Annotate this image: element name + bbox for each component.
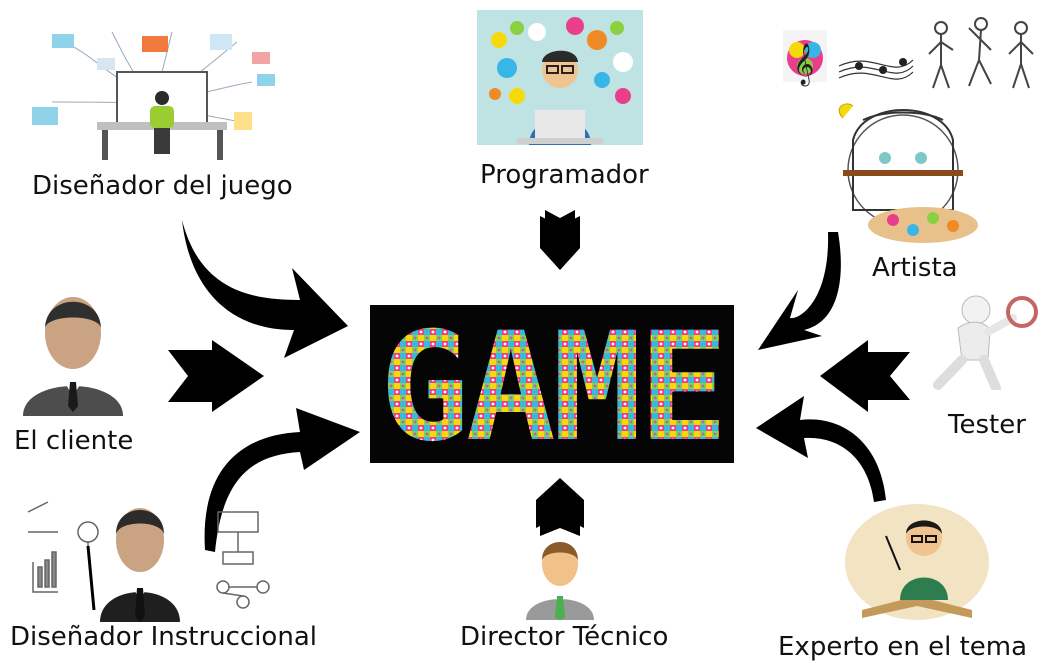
experto-illustration bbox=[842, 500, 992, 622]
arrow-disenador-instruccional bbox=[204, 408, 360, 552]
game-mosaic: GAME bbox=[379, 305, 728, 463]
label-programador: Programador bbox=[480, 160, 649, 190]
arrow-disenador-juego bbox=[182, 220, 348, 358]
arrow-experto bbox=[756, 396, 886, 502]
label-tester: Tester bbox=[948, 410, 1026, 440]
programador-illustration bbox=[477, 10, 643, 145]
label-disenador-juego: Diseñador del juego bbox=[32, 171, 293, 201]
cliente-illustration bbox=[18, 288, 128, 418]
arrow-director-tecnico bbox=[536, 478, 584, 528]
label-disenador-instruccional: Diseñador Instruccional bbox=[10, 622, 317, 652]
artista-illustration: 𝄞 bbox=[783, 10, 1043, 250]
arrow-tester bbox=[820, 340, 910, 412]
disenador-instruccional-illustration bbox=[18, 492, 288, 622]
tester-illustration bbox=[918, 290, 1040, 390]
label-cliente: El cliente bbox=[14, 426, 134, 456]
game-word: GAME bbox=[379, 305, 724, 463]
game-center-box: GAME bbox=[370, 305, 734, 463]
director-tecnico-illustration bbox=[520, 534, 600, 620]
label-experto: Experto en el tema bbox=[778, 632, 1028, 662]
arrow-programador bbox=[540, 216, 580, 270]
label-director-tecnico: Director Técnico bbox=[460, 622, 669, 652]
disenador-juego-illustration bbox=[22, 12, 282, 162]
arrow-cliente bbox=[168, 340, 264, 412]
svg-text:𝄞: 𝄞 bbox=[793, 43, 814, 86]
label-artista: Artista bbox=[872, 253, 958, 283]
arrow-artista bbox=[758, 232, 841, 350]
